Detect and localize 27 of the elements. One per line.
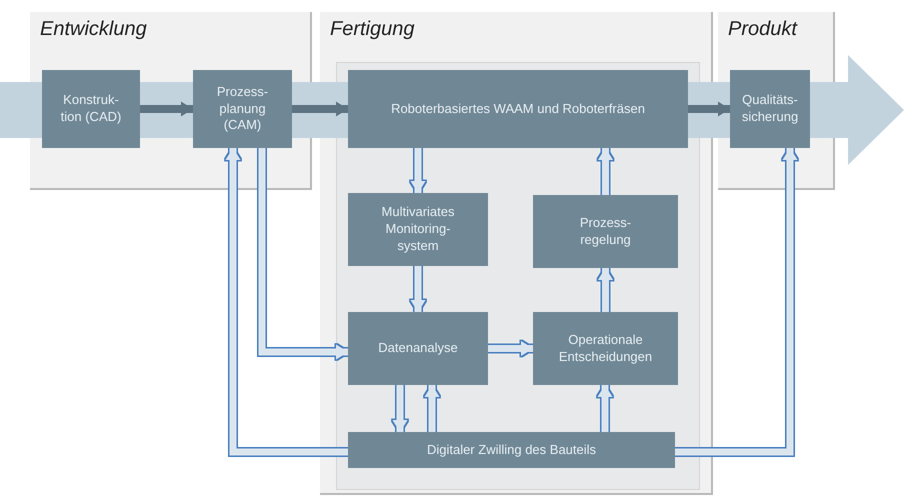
process-box: Operationale Entscheidungen — [533, 312, 678, 385]
arrow — [410, 148, 426, 193]
process-box: Roboterbasiertes WAAM und Roboterfräsen — [348, 70, 688, 148]
arrow — [226, 148, 348, 456]
process-box: Digitaler Zwilling des Bauteils — [348, 432, 675, 468]
arrow — [675, 148, 798, 456]
arrow — [424, 385, 440, 432]
arrow — [410, 266, 426, 312]
process-box: Datenanalyse — [348, 312, 488, 385]
process-box: Multivariates Monitoring- system — [348, 193, 488, 266]
process-box: Prozess- regelung — [533, 195, 678, 268]
process-box: Qualitäts- sicherung — [730, 70, 810, 148]
arrow — [392, 385, 408, 432]
arrow — [488, 341, 533, 356]
arrow — [598, 385, 612, 432]
arrow — [688, 102, 730, 116]
arrow — [598, 268, 613, 312]
section-panel — [320, 12, 713, 495]
process-box: Konstruk- tion (CAD) — [42, 70, 140, 148]
arrow — [140, 102, 193, 116]
section-title: Produkt — [728, 18, 797, 41]
arrow — [258, 148, 348, 360]
section-title: Entwicklung — [40, 18, 147, 41]
section-title: Fertigung — [330, 18, 414, 41]
arrow — [292, 102, 348, 116]
arrow — [598, 148, 613, 195]
process-box: Prozess- planung (CAM) — [193, 70, 292, 148]
